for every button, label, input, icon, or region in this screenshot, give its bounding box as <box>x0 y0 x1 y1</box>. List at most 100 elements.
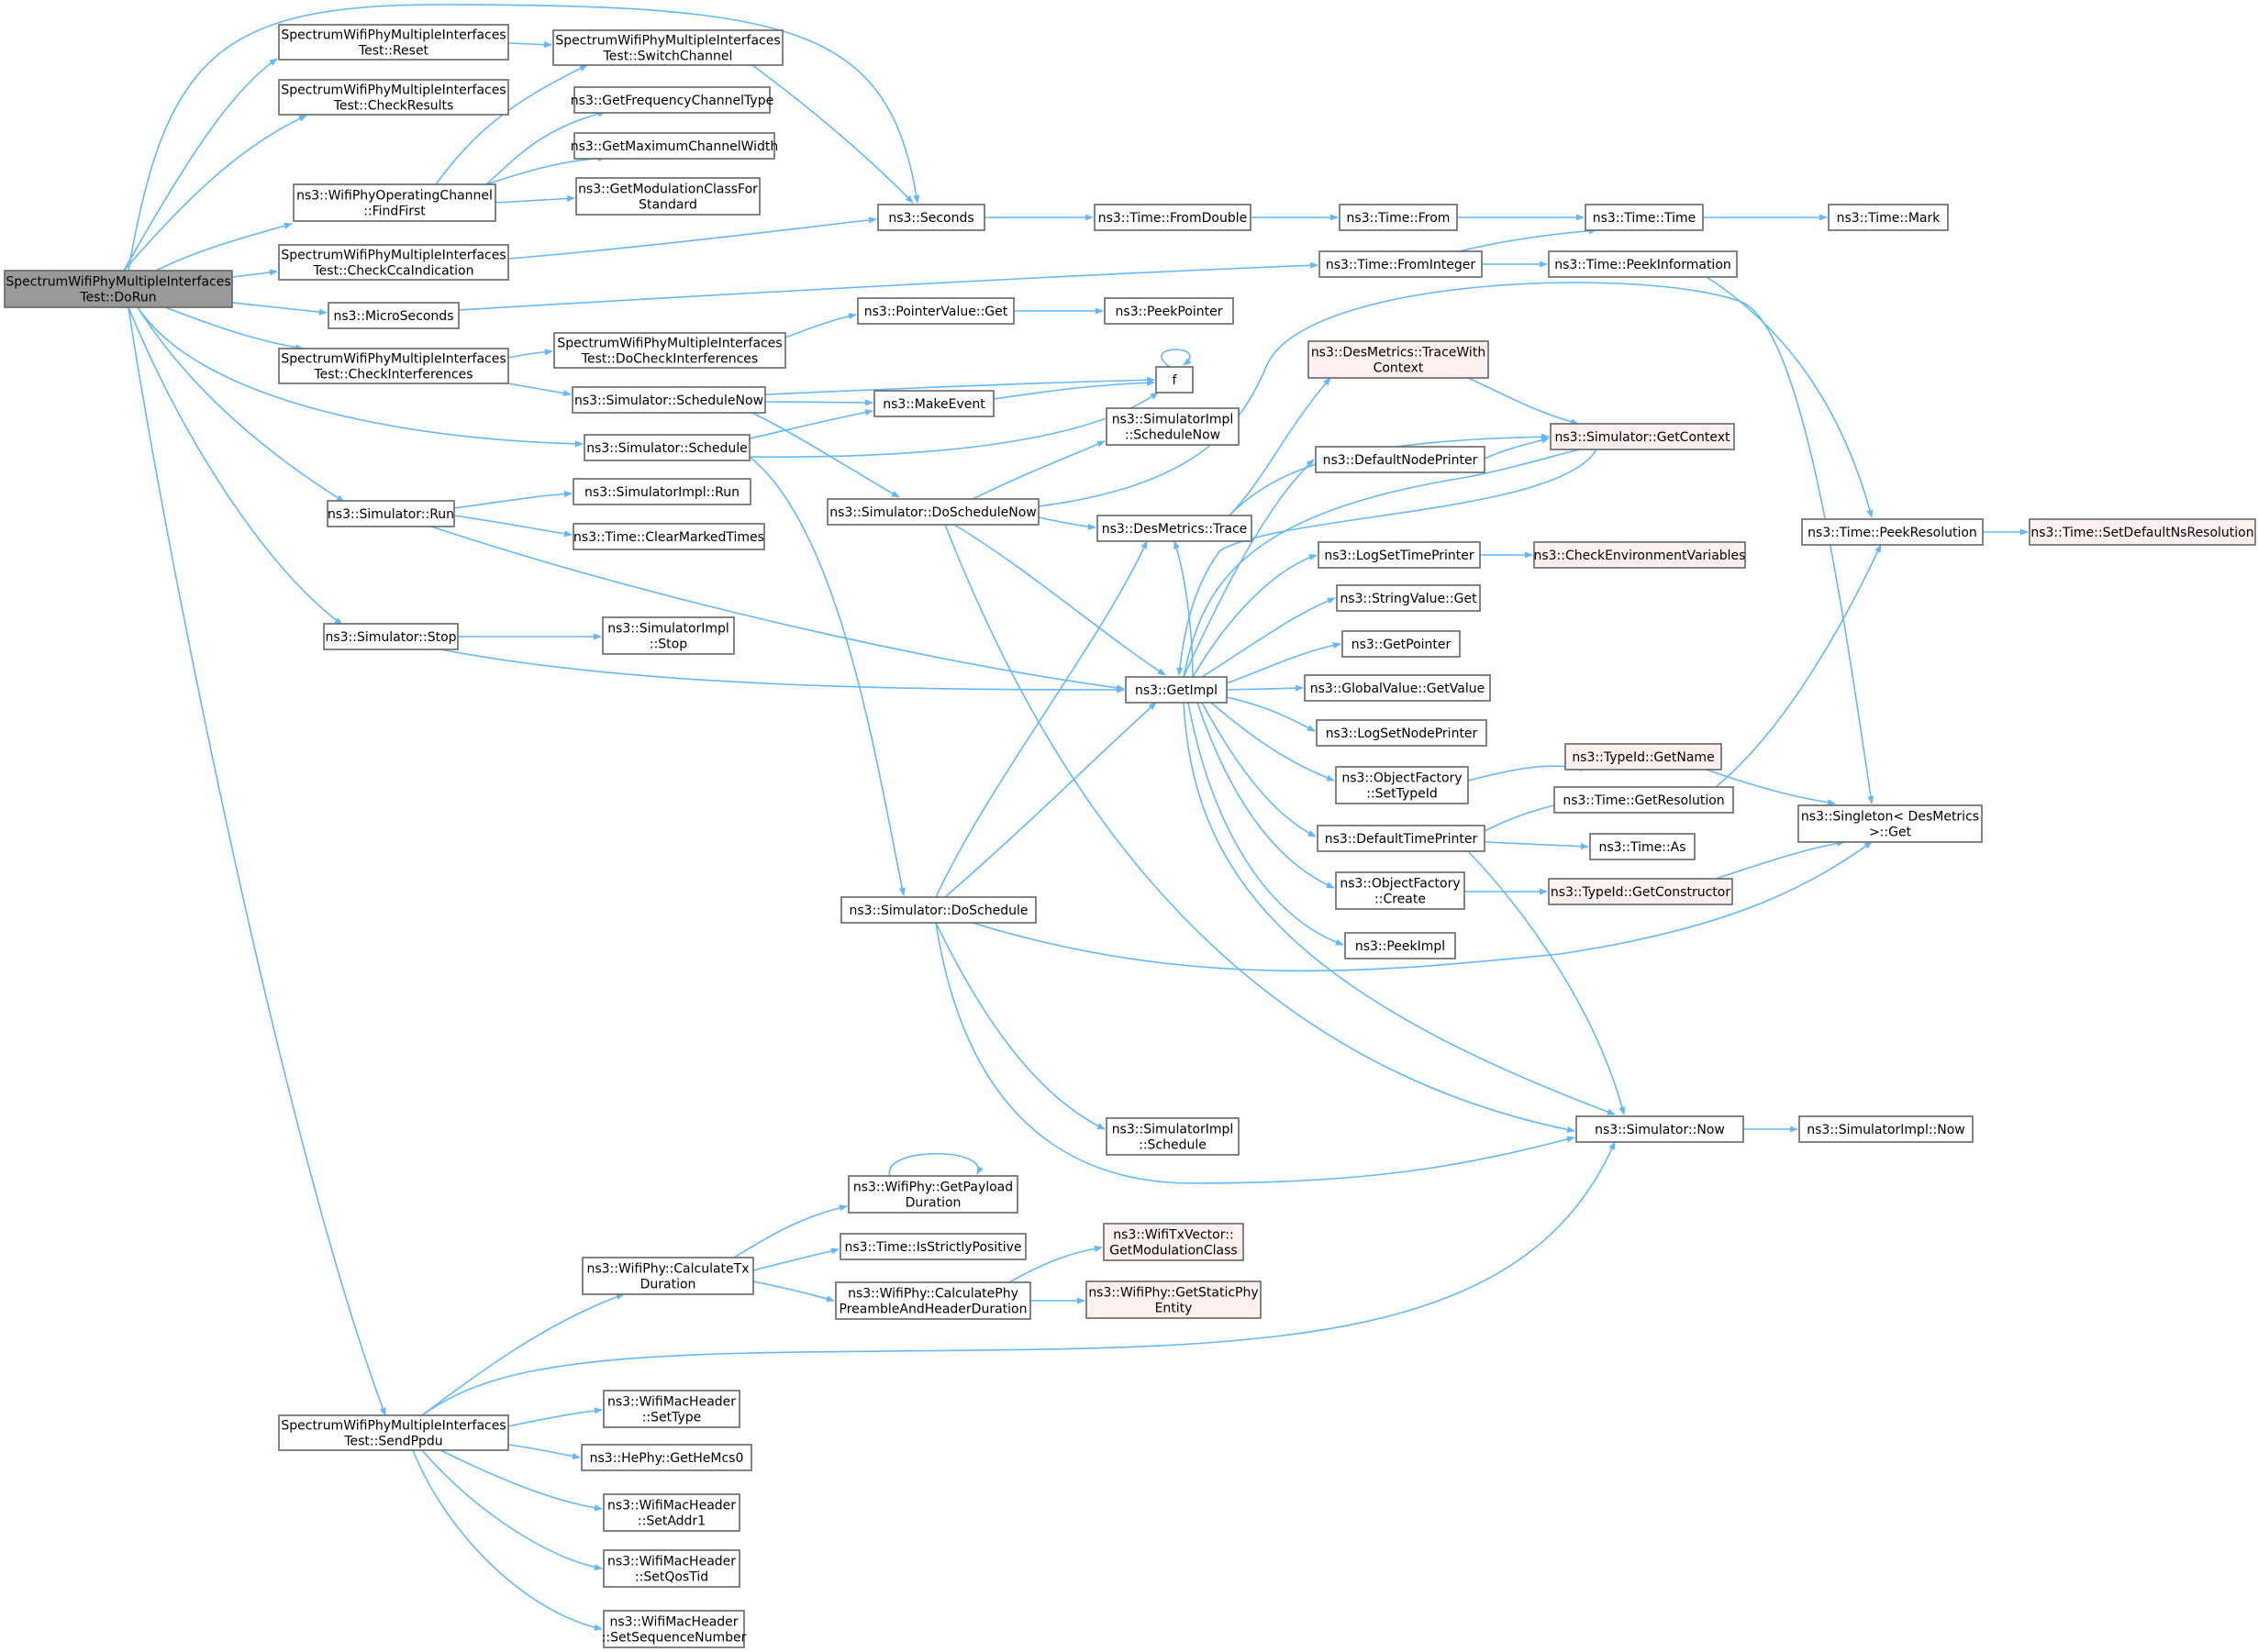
node-peekpointer[interactable]: ns3::PeekPointer <box>1104 297 1234 325</box>
edge-findfirst-to-getfreq <box>485 110 606 185</box>
node-doschedule[interactable]: ns3::Simulator::DoSchedule <box>840 896 1037 924</box>
edge-switchch-to-seconds <box>751 64 914 204</box>
node-label: SpectrumWifiPhyMultipleInterfaces <box>281 28 506 43</box>
node-setseqnum[interactable]: ns3::WifiMacHeader::SetSequenceNumber <box>602 1610 747 1648</box>
node-frominteger[interactable]: ns3::Time::FromInteger <box>1318 250 1483 278</box>
node-label: ns3::PeekImpl <box>1355 939 1445 954</box>
node-getconstructor[interactable]: ns3::TypeId::GetConstructor <box>1548 878 1733 905</box>
edge-stop-to-getimpl <box>439 649 1125 693</box>
node-doschednow[interactable]: ns3::Simulator::DoScheduleNow <box>827 498 1040 526</box>
node-label: ns3::ObjectFactory <box>1340 877 1460 892</box>
node-stop[interactable]: ns3::Simulator::Stop <box>323 623 459 650</box>
node-peekimpl[interactable]: ns3::PeekImpl <box>1344 932 1456 959</box>
node-checkenv[interactable]: ns3::CheckEnvironmentVariables <box>1533 541 1746 569</box>
node-settype[interactable]: ns3::WifiMacHeader::SetType <box>603 1390 740 1428</box>
node-stringget[interactable]: ns3::StringValue::Get <box>1336 584 1481 612</box>
node-docheckint[interactable]: SpectrumWifiPhyMultipleInterfacesTest::D… <box>553 332 786 369</box>
node-getfreq[interactable]: ns3::GetFrequencyChannelType <box>571 86 773 114</box>
node-getpointer[interactable]: ns3::GetPointer <box>1341 630 1461 658</box>
node-schedule[interactable]: ns3::Simulator::Schedule <box>584 434 751 461</box>
node-simimplschednow[interactable]: ns3::SimulatorImpl::ScheduleNow <box>1106 407 1240 446</box>
node-sendppdu[interactable]: SpectrumWifiPhyMultipleInterfacesTest::S… <box>278 1414 509 1451</box>
node-box <box>581 1444 752 1471</box>
edge-getimpl-to-getpointer <box>1226 642 1341 684</box>
node-getresolution[interactable]: ns3::Time::GetResolution <box>1553 786 1734 814</box>
node-trace[interactable]: ns3::DesMetrics::Trace <box>1096 515 1252 542</box>
node-findfirst[interactable]: ns3::WifiPhyOperatingChannel::FindFirst <box>293 183 496 222</box>
node-logsettime[interactable]: ns3::LogSetTimePrinter <box>1318 541 1481 569</box>
node-calcpre[interactable]: ns3::WifiPhy::CalculatePhyPreambleAndHea… <box>835 1281 1031 1320</box>
node-timeas[interactable]: ns3::Time::As <box>1589 833 1696 860</box>
node-reset[interactable]: SpectrumWifiPhyMultipleInterfacesTest::R… <box>278 24 509 61</box>
node-f[interactable]: f <box>1155 366 1194 394</box>
node-checkcca[interactable]: SpectrumWifiPhyMultipleInterfacesTest::C… <box>278 244 509 281</box>
node-label: ns3::SimulatorImpl::Run <box>584 485 740 500</box>
node-simimplstop[interactable]: ns3::SimulatorImpl::Stop <box>602 616 735 655</box>
edge-deftimeprinter-to-simnow <box>1467 850 1626 1115</box>
node-box <box>1797 804 1983 843</box>
node-box <box>1104 297 1234 325</box>
node-label: Duration <box>906 1196 962 1211</box>
node-run[interactable]: ns3::Simulator::Run <box>327 500 455 527</box>
node-deftimeprinter[interactable]: ns3::DefaultTimePrinter <box>1317 825 1485 852</box>
edge-dorun-to-reset <box>123 58 278 272</box>
node-microseconds[interactable]: ns3::MicroSeconds <box>328 302 460 329</box>
node-simimplsched[interactable]: ns3::SimulatorImpl::Schedule <box>1106 1117 1240 1156</box>
edge-getimpl-to-deftimeprinter <box>1201 702 1317 837</box>
node-defnodeprinter[interactable]: ns3::DefaultNodePrinter <box>1315 446 1485 473</box>
node-typeidgetname[interactable]: ns3::TypeId::GetName <box>1564 743 1722 771</box>
node-singleton[interactable]: ns3::Singleton< DesMetrics>::Get <box>1797 804 1983 843</box>
node-simnow[interactable]: ns3::Simulator::Now <box>1575 1115 1744 1143</box>
node-from[interactable]: ns3::Time::From <box>1339 204 1458 231</box>
node-getimpl[interactable]: ns3::GetImpl <box>1125 676 1228 704</box>
node-checkint[interactable]: SpectrumWifiPhyMultipleInterfacesTest::C… <box>278 348 509 384</box>
node-logsetnode[interactable]: ns3::LogSetNodePrinter <box>1316 719 1487 747</box>
node-time[interactable]: ns3::Time::Time <box>1585 204 1704 231</box>
node-box <box>1106 407 1240 446</box>
node-schednow[interactable]: ns3::Simulator::ScheduleNow <box>572 386 766 414</box>
node-label: ::Create <box>1374 893 1426 907</box>
edge-microseconds-to-frominteger <box>458 261 1318 311</box>
node-simimplnow[interactable]: ns3::SimulatorImpl::Now <box>1798 1115 1974 1143</box>
node-setqostid[interactable]: ns3::WifiMacHeader::SetQosTid <box>603 1549 740 1588</box>
node-peekinfo[interactable]: ns3::Time::PeekInformation <box>1548 250 1738 278</box>
node-getmodclass[interactable]: ns3::WifiTxVector::GetModulationClass <box>1103 1223 1244 1261</box>
node-box <box>1548 878 1733 905</box>
node-pvget[interactable]: ns3::PointerValue::Get <box>857 297 1015 325</box>
node-box <box>1316 719 1487 747</box>
node-label: Entity <box>1155 1302 1193 1316</box>
node-seconds[interactable]: ns3::Seconds <box>877 204 985 231</box>
node-ofsettypeid[interactable]: ns3::ObjectFactory::SetTypeId <box>1335 766 1469 804</box>
node-makeevent[interactable]: ns3::MakeEvent <box>873 390 995 417</box>
node-label: ns3::MakeEvent <box>883 397 985 412</box>
node-label: Test::CheckResults <box>333 99 454 114</box>
node-box <box>1094 204 1251 231</box>
node-checkres[interactable]: SpectrumWifiPhyMultipleInterfacesTest::C… <box>278 79 509 116</box>
node-label: ns3::WifiTxVector:: <box>1113 1228 1233 1243</box>
node-peekres[interactable]: ns3::Time::PeekResolution <box>1801 518 1984 546</box>
node-clearmarked[interactable]: ns3::Time::ClearMarkedTimes <box>573 523 765 550</box>
node-mark[interactable]: ns3::Time::Mark <box>1828 204 1949 231</box>
node-setdefns[interactable]: ns3::Time::SetDefaultNsResolution <box>2029 518 2256 546</box>
edge-sendppdu-to-setseqnum <box>412 1449 603 1631</box>
node-box <box>573 523 765 550</box>
node-setaddr1[interactable]: ns3::WifiMacHeader::SetAddr1 <box>603 1493 740 1532</box>
node-getmaxcw[interactable]: ns3::GetMaximumChannelWidth <box>571 132 779 160</box>
node-isstrictpos[interactable]: ns3::Time::IsStrictlyPositive <box>840 1233 1027 1260</box>
node-getmcs0[interactable]: ns3::HePhy::GetHeMcs0 <box>581 1444 752 1471</box>
node-switchch[interactable]: SpectrumWifiPhyMultipleInterfacesTest::S… <box>552 29 784 66</box>
node-ofcreate[interactable]: ns3::ObjectFactory::Create <box>1335 871 1465 910</box>
node-simimplrun[interactable]: ns3::SimulatorImpl::Run <box>573 478 751 505</box>
edge-getimpl-to-stringget <box>1201 597 1336 678</box>
node-getcontext[interactable]: ns3::Simulator::GetContext <box>1550 423 1735 450</box>
node-fromdouble[interactable]: ns3::Time::FromDouble <box>1094 204 1251 231</box>
edge-sendppdu-to-simnow <box>421 1141 1616 1416</box>
edge-dorun-to-checkres <box>123 115 307 272</box>
node-dorun[interactable]: SpectrumWifiPhyMultipleInterfacesTest::D… <box>4 270 233 308</box>
node-globalget[interactable]: ns3::GlobalValue::GetValue <box>1304 674 1491 702</box>
